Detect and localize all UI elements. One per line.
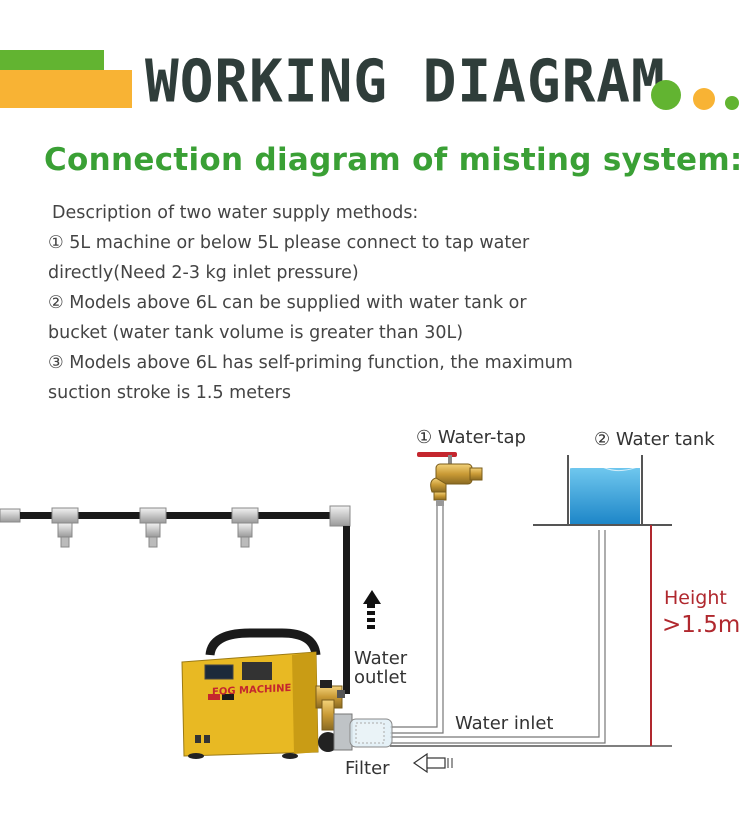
misting-line: [0, 505, 351, 694]
decor-dot-green: [651, 80, 681, 110]
inlet-arrow: [412, 752, 453, 774]
water-tap-label: ① Water-tap: [416, 427, 526, 448]
height-label: Height: [664, 587, 727, 609]
description-intro: Description of two water supply methods:: [52, 203, 419, 223]
height-value: >1.5m: [662, 612, 741, 638]
description-line-4: bucket (water tank volume is greater tha…: [48, 323, 464, 343]
section-subtitle: Connection diagram of misting system:: [44, 142, 743, 178]
nozzle-2: [139, 507, 167, 548]
fog-machine: [181, 628, 393, 759]
filter-label: Filter: [345, 758, 390, 779]
nozzle-3: [231, 507, 259, 548]
header-orange-bar: [0, 70, 132, 108]
description-line-5: ③ Models above 6L has self-priming funct…: [48, 353, 573, 373]
water-outlet-label-2: outlet: [354, 667, 407, 688]
description-line-2: directly(Need 2-3 kg inlet pressure): [48, 263, 359, 283]
water-outlet-label-1: Water: [354, 648, 408, 669]
description-line-1: ① 5L machine or below 5L please connect …: [48, 233, 530, 253]
height-marker: [390, 525, 672, 747]
description-line-3: ② Models above 6L can be supplied with w…: [48, 293, 527, 313]
water-tank-label: ② Water tank: [594, 429, 715, 450]
water-tap: [417, 452, 483, 506]
decor-dot-orange: [693, 88, 715, 110]
page-title: WORKING DIAGRAM: [145, 48, 666, 117]
tap-pipe: [390, 505, 444, 734]
flow-up-arrow: [363, 590, 381, 629]
nozzle-1: [51, 507, 79, 548]
description-line-6: suction stroke is 1.5 meters: [48, 383, 291, 403]
water-inlet-label: Water inlet: [455, 713, 554, 734]
tank-pipe: [390, 530, 606, 744]
water-tank: [533, 455, 672, 526]
decor-dot-small: [725, 96, 739, 110]
